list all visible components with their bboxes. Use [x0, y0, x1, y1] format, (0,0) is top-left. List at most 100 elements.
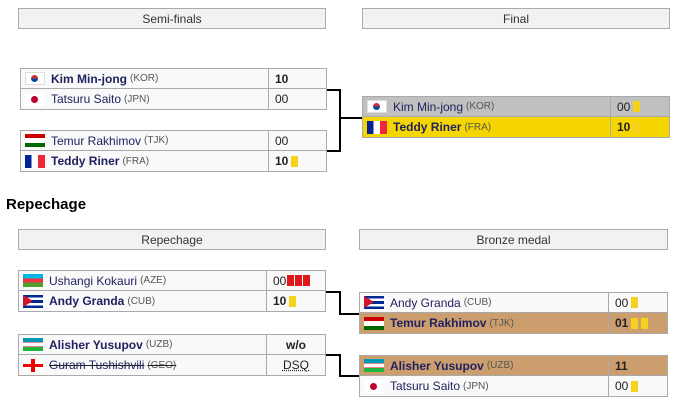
repechage-match-1: Ushangi Kokauri (AZE) 00 Andy Granda (CU… [18, 270, 326, 312]
competitor-row: Alisher Yusupov (UZB) 11 [359, 355, 668, 376]
competitor-row: Ushangi Kokauri (AZE) 00 [18, 270, 326, 291]
athlete-name-link[interactable]: Guram Tushishvili [49, 358, 145, 372]
flag-aze-icon [23, 274, 43, 287]
bracket-connector [339, 89, 341, 152]
athlete-name-link[interactable]: Teddy Riner [51, 154, 120, 168]
flag-jpn-icon [364, 379, 384, 393]
country-code: (UZB) [145, 339, 173, 350]
athlete-name-link[interactable]: Temur Rakhimov [51, 133, 142, 148]
bronze-match-1: Andy Granda (CUB) 00 Temur Rakhimov (TJK… [359, 292, 668, 334]
athlete-name-link[interactable]: Andy Granda [49, 294, 125, 308]
country-code: (GEO) [147, 359, 177, 371]
yellow-card-icon [291, 155, 299, 167]
flag-cub-icon [364, 296, 384, 309]
yellow-card-icon [631, 317, 639, 329]
header-final: Final [362, 8, 670, 29]
competitor-row: Teddy Riner (FRA) 10 [20, 151, 327, 172]
country-code: (KOR) [466, 101, 495, 112]
flag-kor-icon [25, 72, 45, 85]
yellow-card-icon [289, 295, 297, 307]
athlete-name-link[interactable]: Andy Granda [390, 295, 461, 310]
red-card-icon [295, 275, 303, 286]
athlete-name-link[interactable]: Tatsuru Saito [51, 92, 122, 106]
bracket-connector [339, 117, 362, 119]
score-cell: 10 [611, 117, 669, 137]
score: 10 [275, 154, 289, 168]
score-cell: 10 [269, 69, 326, 88]
yellow-card-icon [631, 380, 639, 392]
athlete-name-link[interactable]: Temur Rakhimov [390, 316, 487, 330]
country-code: (TJK) [144, 135, 169, 146]
country-code: (FRA) [464, 121, 492, 133]
bracket-connector [327, 150, 341, 152]
country-code: (UZB) [486, 360, 514, 371]
competitor-cell: Temur Rakhimov (TJK) [360, 313, 609, 333]
competitor-cell: Andy Granda (CUB) [360, 293, 609, 312]
competitor-row: Tatsuru Saito (JPN) 00 [359, 376, 668, 397]
flag-tjk-icon [25, 134, 45, 147]
score-cell: w/o [267, 335, 325, 354]
competitor-cell: Ushangi Kokauri (AZE) [19, 271, 267, 290]
yellow-card-icon [633, 101, 641, 112]
athlete-name-link[interactable]: Alisher Yusupov [49, 337, 143, 352]
competitor-cell: Andy Granda (CUB) [19, 291, 267, 311]
semifinal-match-1: Kim Min-jong (KOR) 10 Tatsuru Saito (JPN… [20, 68, 327, 110]
score-cell: 00 [269, 131, 326, 150]
bracket-connector [339, 354, 341, 377]
competitor-row: Guram Tushishvili (GEO) DSQ [18, 355, 326, 376]
athlete-name-link[interactable]: Alisher Yusupov [390, 358, 484, 373]
flag-kor-icon [367, 100, 387, 113]
athlete-name-link[interactable]: Kim Min-jong [393, 99, 464, 114]
competitor-cell: Tatsuru Saito (JPN) [360, 376, 609, 396]
competitor-cell: Kim Min-jong (KOR) [363, 97, 611, 116]
score-cell: 00 [611, 97, 669, 116]
competitor-row: Tatsuru Saito (JPN) 00 [20, 89, 327, 110]
score: 00 [275, 133, 289, 148]
competitor-row: Andy Granda (CUB) 10 [18, 291, 326, 312]
score-cell: 11 [609, 356, 667, 375]
score-cell: 01 [609, 313, 667, 333]
bracket-connector [339, 375, 359, 377]
score-cell: DSQ [267, 355, 325, 375]
competitor-cell: Alisher Yusupov (UZB) [360, 356, 609, 375]
bracket-connector [326, 354, 341, 356]
athlete-name-link[interactable]: Kim Min-jong [51, 71, 127, 86]
flag-cub-icon [23, 294, 43, 308]
country-code: (CUB) [127, 295, 156, 307]
competitor-row: Alisher Yusupov (UZB) w/o [18, 334, 326, 355]
score-cell: 00 [609, 293, 667, 312]
score: 00 [615, 379, 629, 393]
country-code: (CUB) [463, 297, 492, 308]
competitor-row: Teddy Riner (FRA) 10 [362, 117, 670, 138]
score: 00 [273, 273, 287, 288]
flag-uzb-icon [364, 359, 384, 372]
bracket-connector [339, 313, 359, 315]
score: 00 [275, 92, 289, 106]
competitor-row: Kim Min-jong (KOR) 10 [20, 68, 327, 89]
flag-uzb-icon [23, 338, 43, 351]
bronze-match-2: Alisher Yusupov (UZB) 11 Tatsuru Saito (… [359, 355, 668, 397]
score: 00 [617, 99, 631, 114]
score-cell: 10 [267, 291, 325, 311]
score-cell: 00 [267, 271, 325, 290]
score-cell: 00 [269, 89, 326, 109]
score: 00 [615, 295, 629, 310]
bracket-connector [326, 291, 341, 293]
repechage-heading: Repechage [6, 196, 87, 213]
repechage-match-2: Alisher Yusupov (UZB) w/o Guram Tushishv… [18, 334, 326, 376]
semifinal-match-2: Temur Rakhimov (TJK) 00 Teddy Riner (FRA… [20, 130, 327, 172]
red-card-icon [287, 275, 295, 286]
score-cell: 10 [269, 151, 326, 171]
athlete-name-link[interactable]: Tatsuru Saito [390, 379, 461, 393]
flag-geo-icon [23, 358, 43, 372]
competitor-cell: Tatsuru Saito (JPN) [21, 89, 269, 109]
country-code: (AZE) [140, 275, 167, 286]
competitor-cell: Teddy Riner (FRA) [363, 117, 611, 137]
score: w/o [286, 337, 306, 352]
competitor-row: Andy Granda (CUB) 00 [359, 292, 668, 313]
header-semifinals: Semi-finals [18, 8, 326, 29]
flag-tjk-icon [364, 316, 384, 330]
bracket-connector [339, 291, 341, 315]
athlete-name-link[interactable]: Ushangi Kokauri [49, 273, 138, 288]
athlete-name-link[interactable]: Teddy Riner [393, 120, 462, 134]
